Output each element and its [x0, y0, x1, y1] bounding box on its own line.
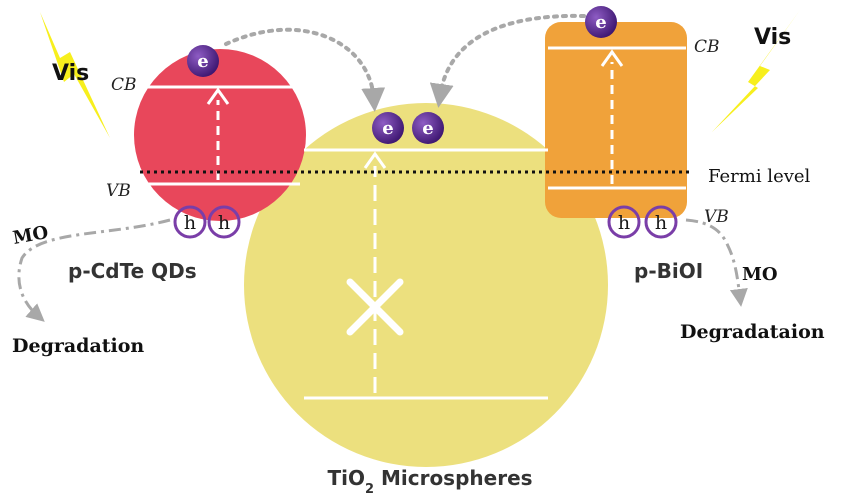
tio2-material-label: TiO2 Microspheres	[327, 466, 532, 497]
cb-label-left: CB	[111, 75, 137, 95]
svg-text:e: e	[595, 12, 606, 33]
tio2-microsphere-shape	[244, 103, 608, 467]
svg-text:h: h	[655, 212, 667, 234]
blocked-cross-icon	[346, 278, 404, 336]
bioi-band-shape	[545, 22, 687, 218]
hole-bioi-2: h	[644, 205, 678, 239]
vis-label-left: Vis	[52, 61, 89, 86]
electron-transfer-arrow-left	[224, 27, 386, 112]
cdte-quantum-dot-shape	[134, 49, 306, 221]
degradation-arrow-right	[685, 218, 748, 307]
tio2-excitation-arrowhead	[363, 151, 387, 169]
svg-text:h: h	[184, 212, 196, 234]
electron-cdte: e	[187, 45, 219, 77]
degradation-label-left: Degradation	[12, 335, 144, 357]
vb-label-right: VB	[704, 207, 729, 227]
cdte-excitation-arrowhead	[206, 87, 230, 105]
lightning-right-icon	[712, 10, 800, 132]
hole-bioi-1: h	[607, 205, 641, 239]
electron-tio2-2: e	[412, 112, 444, 144]
svg-text:e: e	[382, 118, 393, 139]
hole-cdte-1: h	[173, 205, 207, 239]
electron-transfer-arrow-right	[429, 13, 586, 108]
bioi-excitation-arrowhead	[600, 49, 624, 67]
degradation-label-right: Degradataion	[680, 321, 825, 343]
vb-label-left: VB	[106, 181, 131, 201]
hole-cdte-2: h	[207, 205, 241, 239]
svg-text:e: e	[197, 51, 208, 72]
svg-text:h: h	[618, 212, 630, 234]
fermi-level-label: Fermi level	[708, 166, 811, 187]
electron-bioi: e	[585, 6, 617, 38]
cb-label-right: CB	[694, 37, 720, 57]
mo-label-left: MO	[11, 222, 50, 249]
mo-label-right: MO	[742, 264, 778, 285]
vis-label-right: Vis	[754, 25, 791, 50]
electron-tio2-1: e	[372, 112, 404, 144]
cdte-material-label: p-CdTe QDs	[68, 259, 197, 283]
svg-text:h: h	[218, 212, 230, 234]
lightning-left-icon	[40, 12, 110, 138]
bioi-material-label: p-BiOI	[634, 259, 703, 283]
svg-text:e: e	[422, 118, 433, 139]
